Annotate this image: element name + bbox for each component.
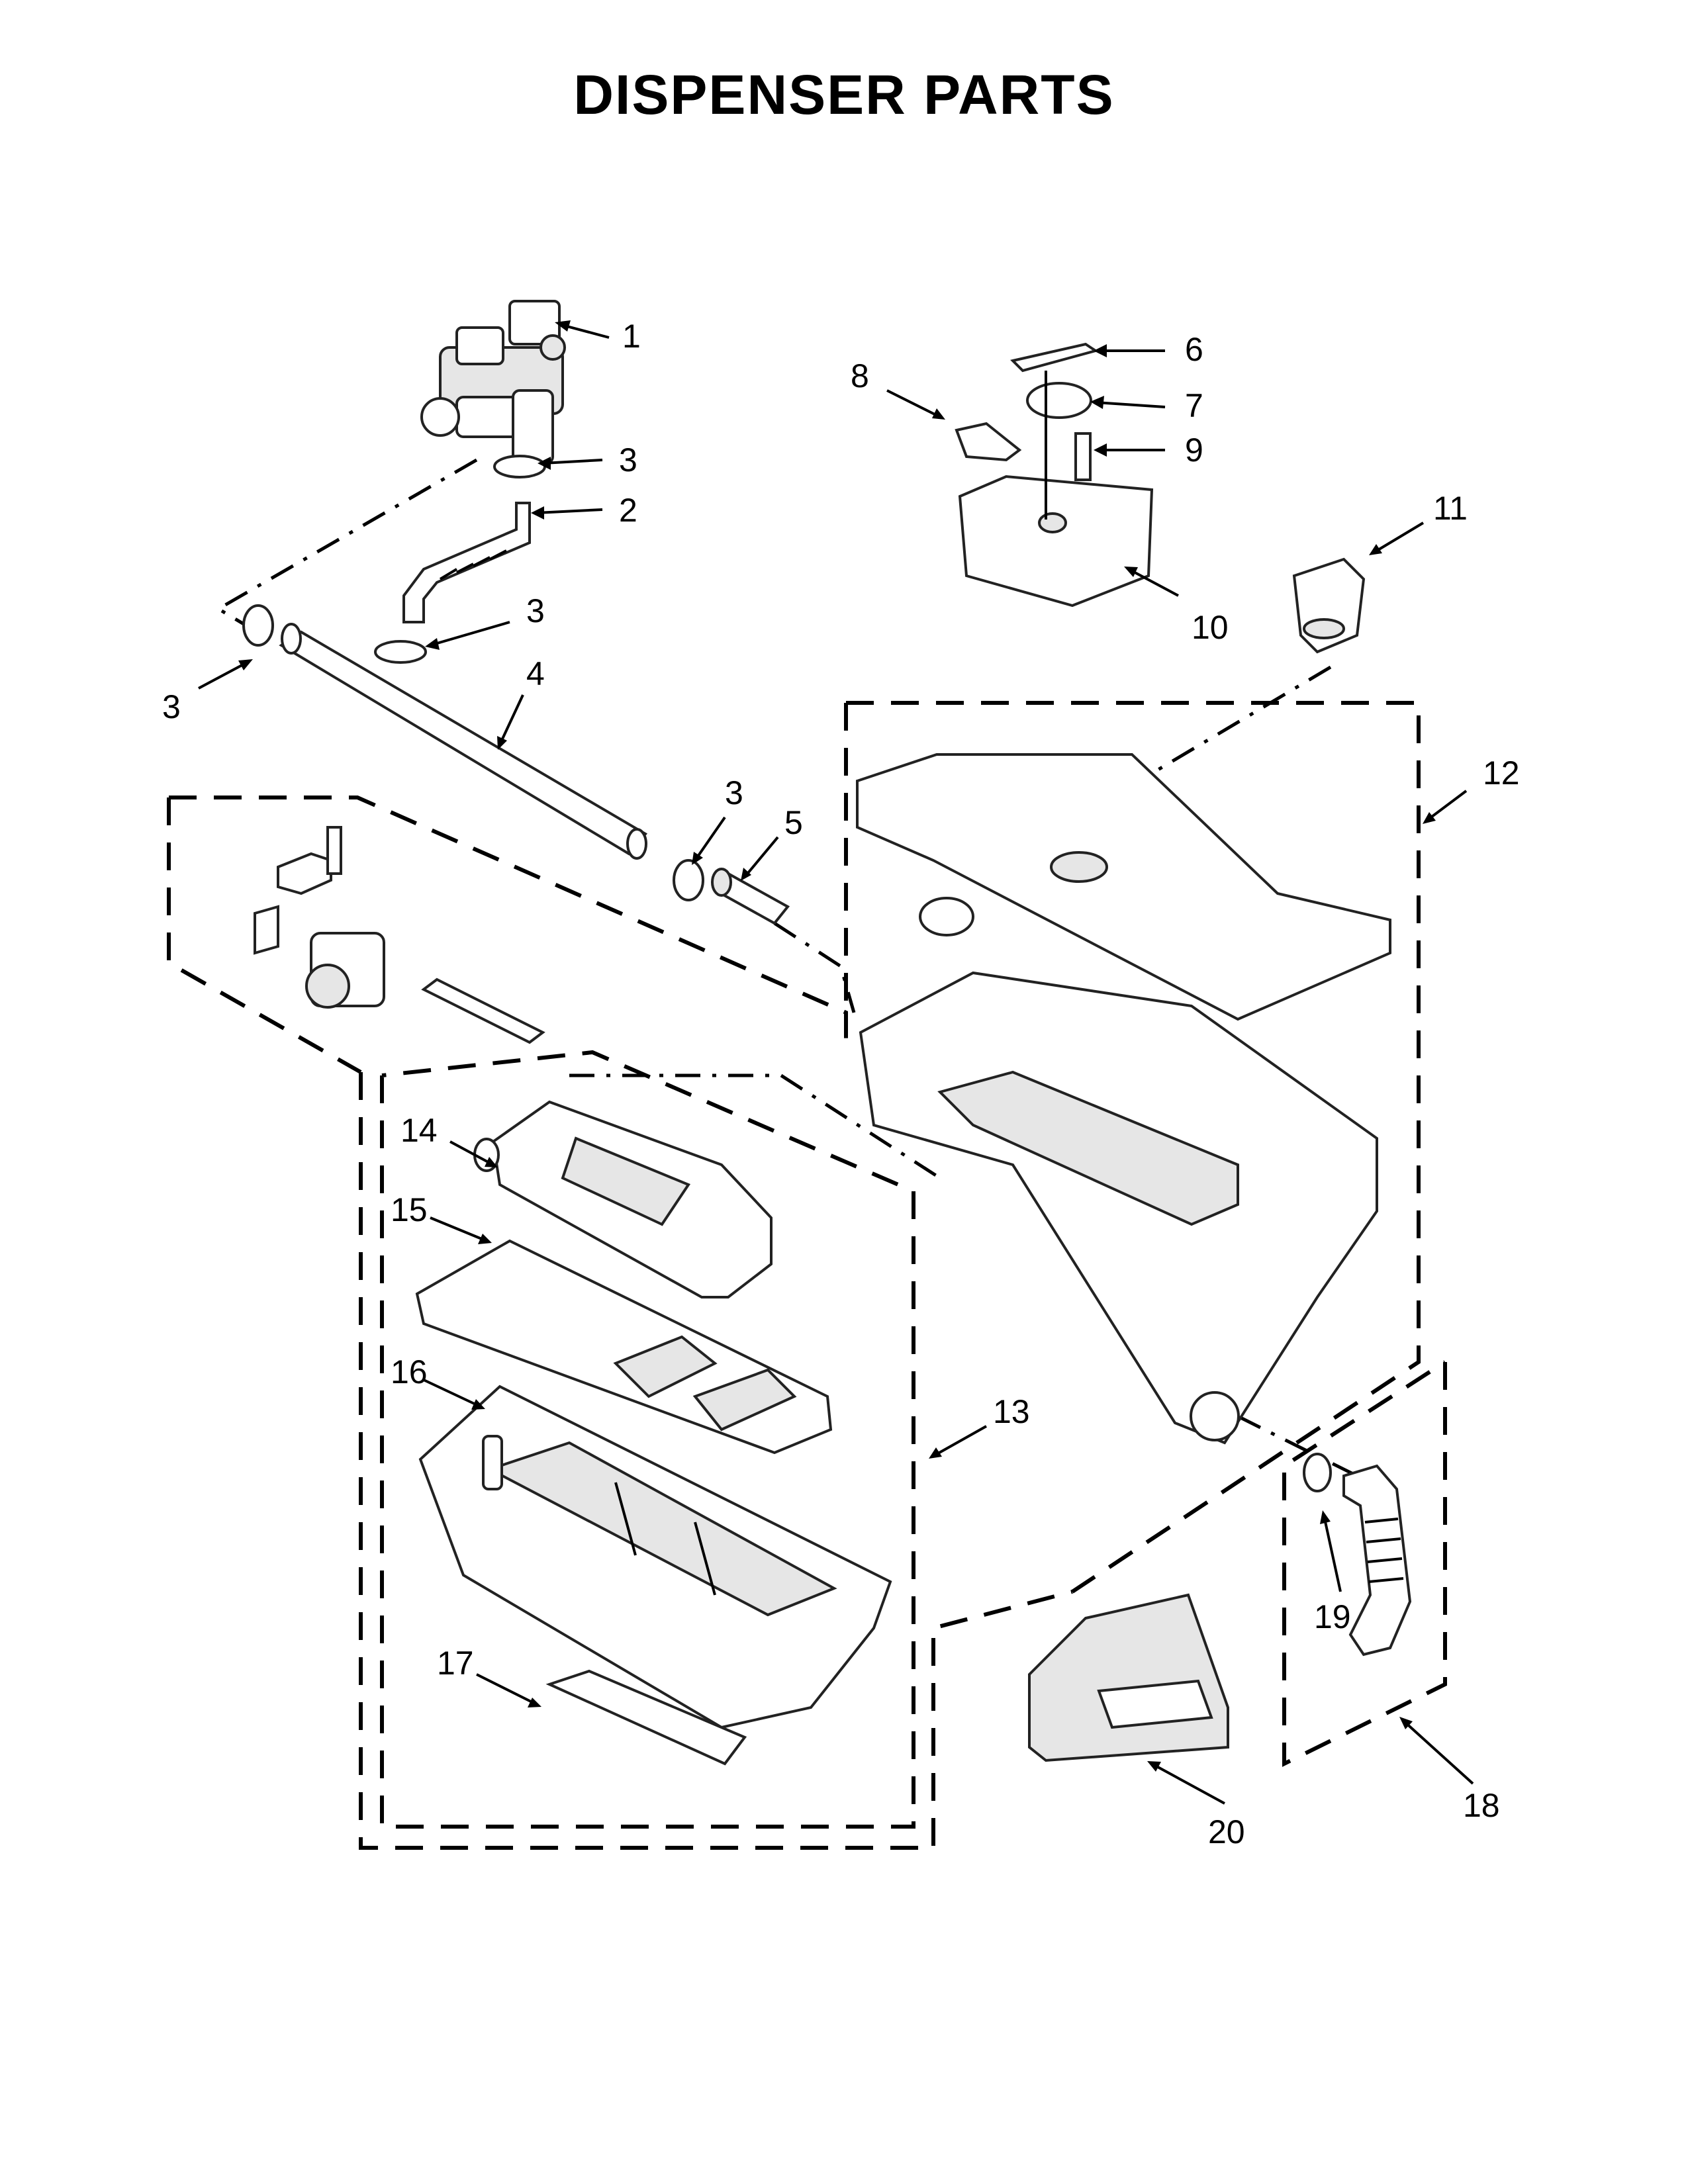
group-13-inner-outline [380,1050,915,1829]
water-valve-part [420,300,566,465]
clamp-parts [242,455,1332,1492]
detached-valve-group [254,826,545,1044]
callout-7: 7 [1185,387,1203,424]
callout-3: 3 [619,441,637,478]
group-13-outline [359,1072,1073,1850]
callout-16: 16 [391,1353,428,1390]
reservoir-part-14 [473,1100,773,1298]
callout-11: 11 [1433,490,1468,527]
page-title: DISPENSER PARTS [573,64,1115,126]
callout-13: 13 [993,1393,1030,1430]
callout-20: 20 [1208,1813,1245,1850]
link-part-6 [1010,342,1099,373]
callout-17: 17 [437,1645,474,1682]
callout-leaders [198,320,1474,1805]
lever-part-8 [955,422,1022,462]
screw-part-9 [1074,432,1092,481]
group-18-outline [1282,1360,1447,1767]
dispenser-housing-part-12 [856,753,1391,1445]
dispenser-tray-part-16 [418,1385,892,1729]
callout-19: 19 [1314,1598,1351,1635]
group-outlines [167,458,1447,1850]
callout-2: 2 [619,492,637,529]
callout-8: 8 [851,357,869,394]
actuator-assembly [955,342,1154,608]
drawer-handle-part-20 [1028,1593,1229,1762]
callout-15: 15 [391,1191,428,1228]
callout-3: 3 [725,774,743,811]
callout-3: 3 [526,592,545,629]
drawer-insert-part-17 [545,1669,747,1766]
elbow-hose-part [402,502,531,623]
callout-12: 12 [1483,754,1520,792]
connector-part [711,868,790,925]
callout-10: 10 [1192,609,1229,646]
sensor-part-11 [1292,557,1366,654]
callout-5: 5 [784,804,803,841]
tray-cover-part-15 [415,1239,833,1455]
callout-numbers: 1 3 2 3 3 4 3 5 8 6 7 9 10 11 12 13 14 1… [162,318,1520,1850]
callout-1: 1 [622,318,641,355]
callout-6: 6 [1185,331,1203,368]
long-hose-part [279,623,648,860]
hose-to-housing-centerline [773,921,856,1013]
drain-hose-part-18 [1342,1464,1412,1657]
housing-to-tray-centerline [569,1073,941,1180]
callout-18: 18 [1463,1787,1500,1824]
valve-group-outline [167,796,848,1074]
cam-part-7 [1026,382,1092,419]
callout-3: 3 [162,688,181,725]
callout-4: 4 [526,655,545,692]
callout-9: 9 [1185,432,1203,469]
actuator-part-10 [958,475,1154,608]
outlet-to-hose-centerline [1237,1414,1358,1478]
group-12-outline [844,701,1421,1594]
callout-14: 14 [400,1112,438,1149]
